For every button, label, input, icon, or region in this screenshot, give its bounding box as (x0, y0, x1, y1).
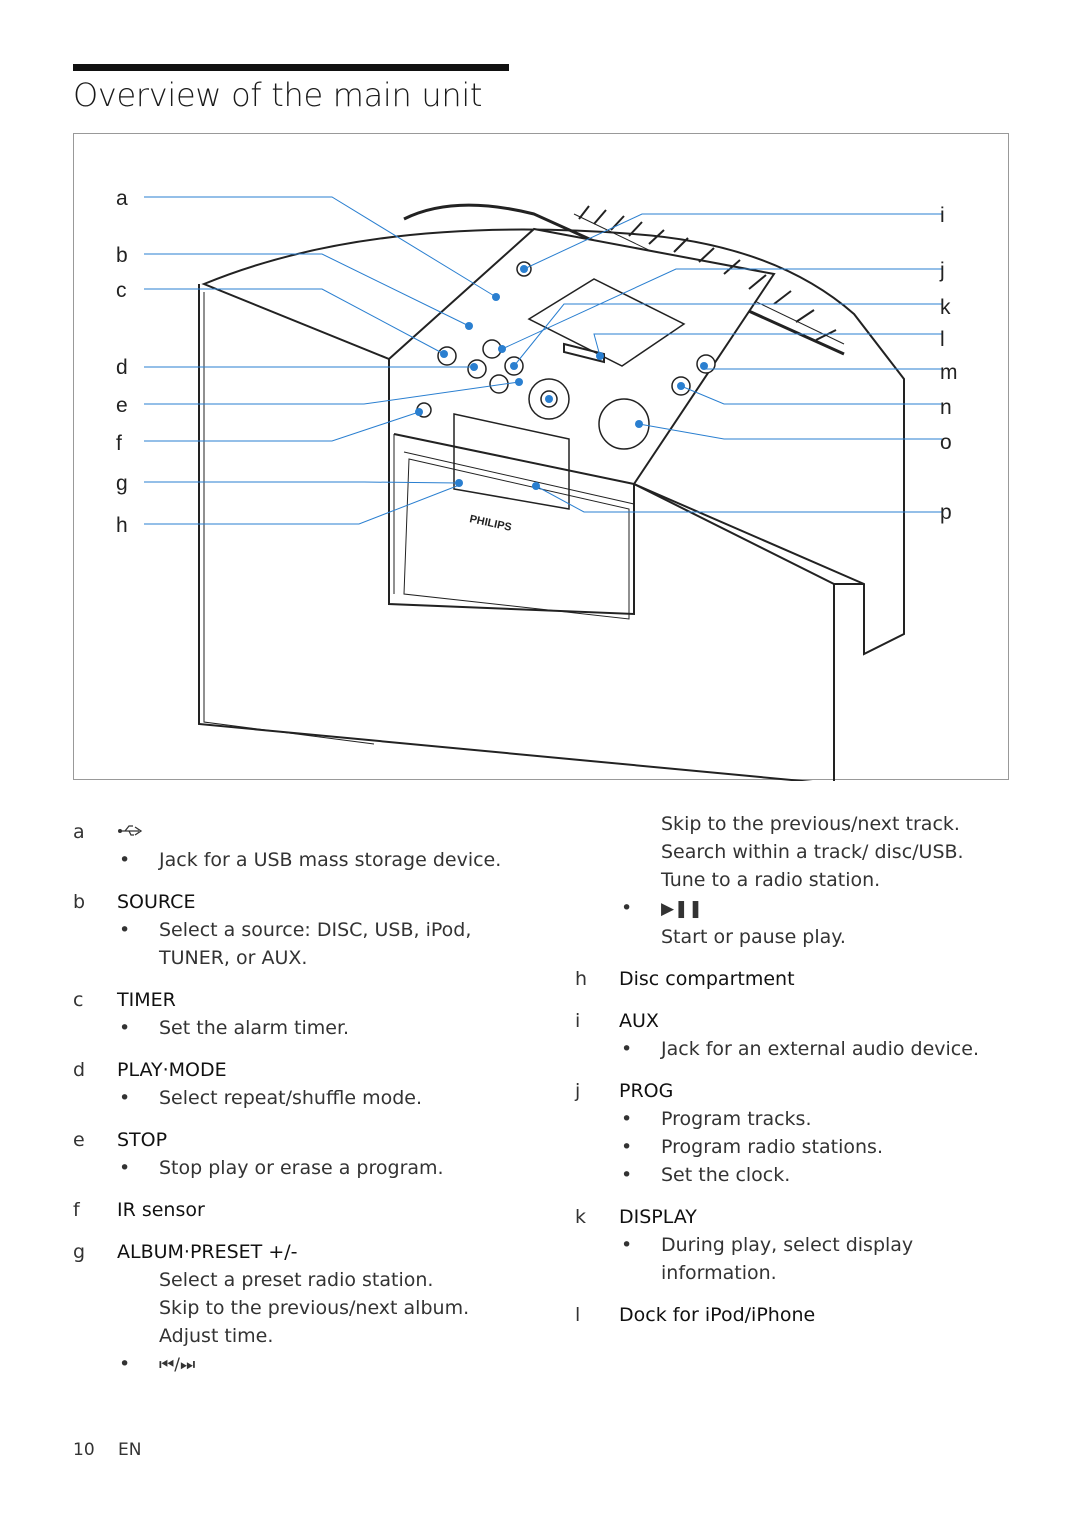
callout-dots (415, 265, 708, 490)
item-heading: IR sensor (117, 1199, 205, 1221)
callout-j: j (939, 259, 945, 282)
description-line: Adjust time. (159, 1325, 274, 1347)
description-line: Skip to the previous/next album. (159, 1297, 470, 1319)
callout-i: i (940, 204, 945, 227)
right-description-column: Skip to the previous/next track. Search … (575, 810, 1005, 1329)
bullet-text: Select a source: DISC, USB, iPod, TUNER,… (159, 919, 472, 969)
bullet-text: Program tracks. (661, 1108, 812, 1130)
item-letter: a (73, 821, 85, 843)
main-unit-illustration: PHILIPS (116, 187, 958, 781)
description-line: Tune to a radio station. (661, 869, 881, 891)
callout-d: d (116, 356, 128, 379)
bullet-text: Jack for a USB mass storage device. (159, 849, 502, 871)
bullet-text: Select repeat/shuffle mode. (159, 1087, 422, 1109)
callout-letters: a b c d e f g h i j k l m n o p (116, 187, 958, 537)
page-footer: 10 EN (73, 1440, 160, 1460)
callout-lines (144, 196, 942, 525)
callout-c: c (116, 279, 127, 302)
item-heading: TIMER (117, 989, 176, 1011)
callout-k: k (940, 296, 951, 319)
description-line: Select a preset radio station. (159, 1269, 434, 1291)
usb-icon (73, 821, 143, 843)
callout-m: m (940, 361, 958, 384)
item-heading: AUX (619, 1010, 659, 1032)
page-title: Overview of the main unit (73, 76, 483, 114)
callout-e: e (116, 394, 128, 417)
bullet-text: Set the clock. (661, 1164, 791, 1186)
bullet-text: Program radio stations. (661, 1136, 883, 1158)
item-heading: ALBUM·PRESET +/- (117, 1241, 298, 1263)
item-heading: Dock for iPod/iPhone (619, 1304, 816, 1326)
bullet-text: Stop play or erase a program. (159, 1157, 444, 1179)
device-figure: PHILIPS (73, 133, 1009, 781)
language-code: EN (118, 1440, 142, 1460)
item-heading: PROG (619, 1080, 674, 1102)
bullet-text: During play, select display information. (661, 1234, 914, 1284)
callout-h: h (116, 514, 128, 537)
left-description-column: a •Jack for a USB mass storage device. b… (73, 818, 533, 1379)
callout-b: b (116, 244, 128, 267)
item-a: a •Jack for a USB mass storage device. (73, 818, 533, 874)
bullet-text: Jack for an external audio device. (661, 1038, 979, 1060)
description-line: Search within a track/ disc/USB. (661, 841, 964, 863)
play-pause-icon: ▶❚❚ (661, 899, 703, 919)
prev-next-icon: ⏮/⏭ (159, 1355, 196, 1375)
callout-l: l (940, 328, 945, 351)
item-heading: SOURCE (117, 891, 196, 913)
bullet-text: Set the alarm timer. (159, 1017, 350, 1039)
callout-g: g (116, 472, 128, 495)
description-line: Skip to the previous/next track. (661, 813, 960, 835)
item-heading: STOP (117, 1129, 168, 1151)
callout-a: a (116, 187, 128, 210)
description-line: Start or pause play. (661, 926, 846, 948)
callout-p: p (940, 501, 952, 524)
item-heading: PLAY·MODE (117, 1059, 227, 1081)
callout-n: n (940, 396, 952, 419)
item-heading: Disc compartment (619, 968, 795, 990)
item-heading: DISPLAY (619, 1206, 697, 1228)
callout-o: o (940, 431, 952, 454)
page-number: 10 (73, 1440, 95, 1460)
title-rule (73, 64, 509, 71)
callout-f: f (116, 432, 122, 455)
device-outline (198, 203, 905, 781)
